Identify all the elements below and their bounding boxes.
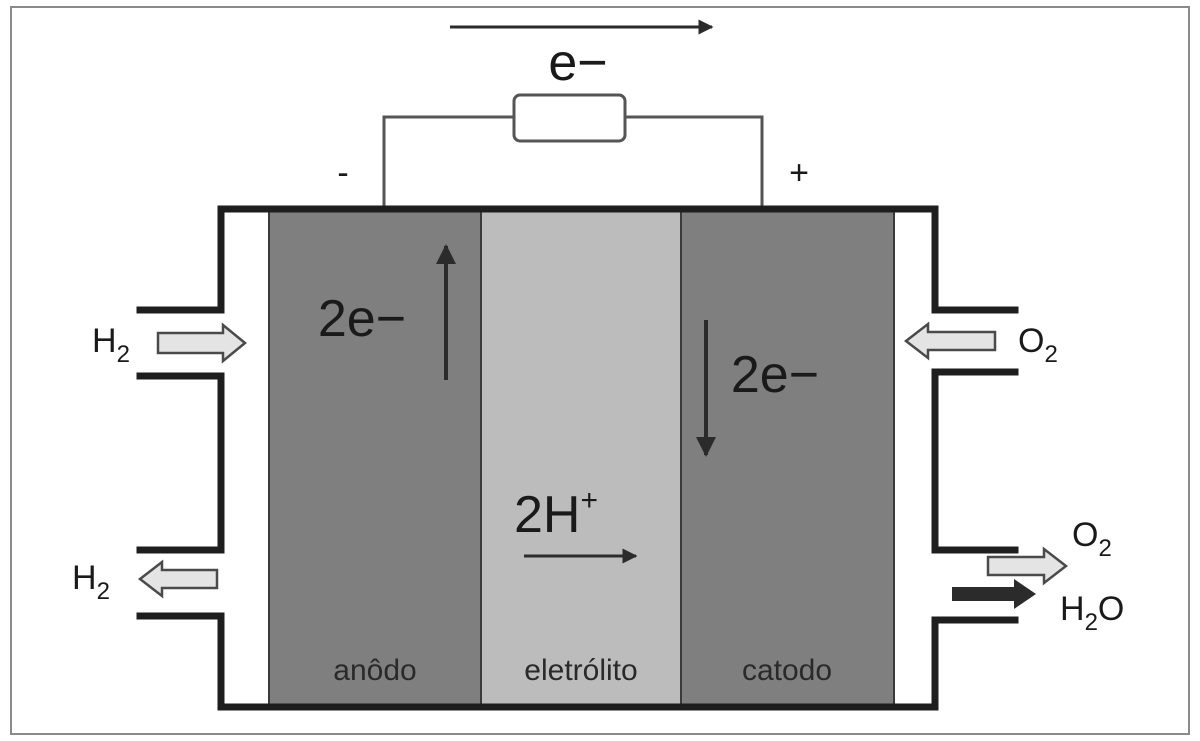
o2-outlet-label: O2 <box>1072 516 1112 562</box>
resistor <box>512 93 627 143</box>
right-frame-wall-lower <box>931 616 1019 711</box>
electron-label: e− <box>548 34 607 92</box>
h2-inlet-label: H2 <box>92 322 130 368</box>
left-frame-wall-lower <box>136 612 225 711</box>
h2-outlet-arrow <box>137 559 219 599</box>
h2o-outlet-arrow <box>952 579 1036 609</box>
figure-border <box>10 6 1190 735</box>
h2-inlet-arrow <box>156 322 247 364</box>
proton-label: 2H+ <box>514 484 598 544</box>
anode-label: anôdo <box>333 654 416 687</box>
cathode-electron-label: 2e− <box>731 346 819 404</box>
h2o-outlet-label: H2O <box>1060 590 1124 636</box>
right-frame-wall-upper <box>931 205 1019 314</box>
anode-layer <box>268 210 482 708</box>
electrolyte-label: eletrólito <box>524 654 637 687</box>
cathode-layer <box>680 210 895 708</box>
h2-outlet-label: H2 <box>72 559 110 605</box>
left-frame-wall-middle <box>136 372 225 554</box>
left-frame-wall-upper <box>136 205 225 314</box>
o2-outlet-arrow <box>986 546 1069 586</box>
o2-inlet-label: O2 <box>1018 322 1058 368</box>
o2-inlet-arrow <box>903 321 997 361</box>
electrolyte-layer <box>480 210 682 708</box>
cathode-label: catodo <box>742 654 832 687</box>
negative-terminal-label: - <box>337 154 348 192</box>
positive-terminal-label: + <box>789 154 809 192</box>
anode-electron-label: 2e− <box>318 290 406 348</box>
right-frame-wall-middle <box>931 368 1019 554</box>
